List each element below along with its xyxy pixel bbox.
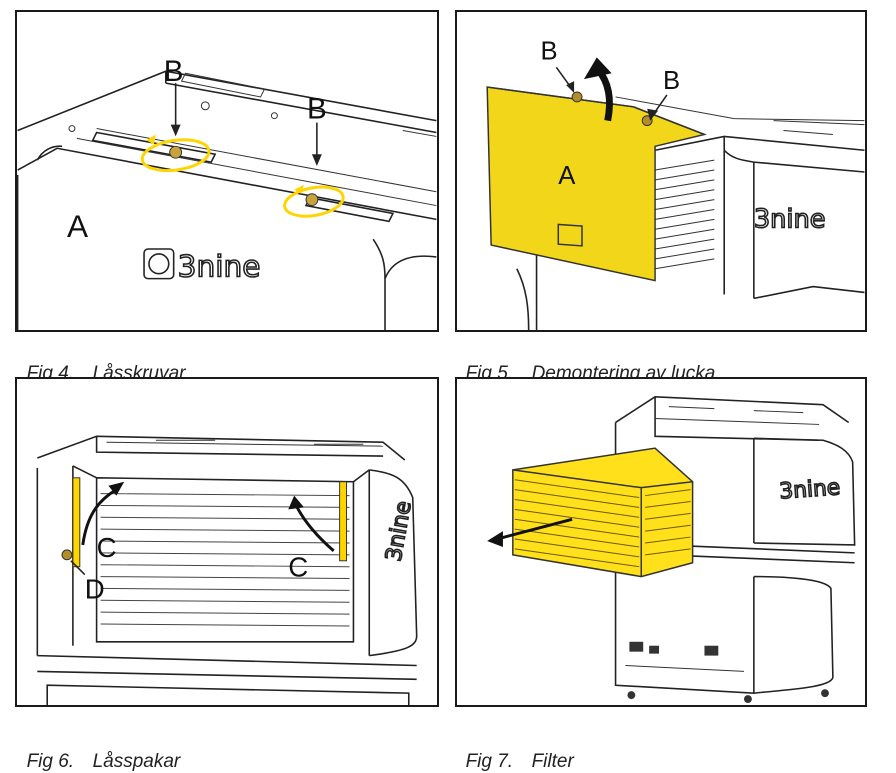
figure-6-caption: Fig 6. Låsspakar bbox=[16, 729, 181, 773]
lock-levers-illustration: C C D 3nine bbox=[36, 435, 418, 705]
callout-b-left: B bbox=[541, 37, 558, 65]
figure-6-number: Fig 6. bbox=[26, 751, 75, 772]
figure-7-panel: 3nine bbox=[455, 377, 867, 707]
callout-b-right: B bbox=[307, 93, 327, 126]
logo-text: 3nine bbox=[754, 204, 826, 234]
callout-c-left: C bbox=[97, 532, 117, 563]
figure-6-panel: C C D 3nine bbox=[15, 377, 439, 707]
hatch-panel bbox=[486, 86, 707, 282]
callout-d: D bbox=[85, 573, 105, 604]
callout-b-right: B bbox=[663, 67, 680, 95]
logo-text: 3nine bbox=[382, 499, 417, 563]
callout-c-right: C bbox=[288, 552, 308, 583]
figure-5-panel: B B A 3nine bbox=[455, 10, 867, 332]
figure-4-panel: B B A 3nine bbox=[15, 10, 439, 332]
callout-a: A bbox=[558, 162, 576, 190]
hatch-removal-illustration: B B A 3nine bbox=[486, 37, 865, 330]
callout-b-left: B bbox=[164, 55, 184, 88]
figure-7-number: Fig 7. bbox=[465, 751, 514, 772]
callout-a: A bbox=[67, 208, 89, 244]
figure-7-title: Filter bbox=[531, 751, 574, 772]
brand-logo: 3nine bbox=[143, 248, 261, 284]
logo-text: 3nine bbox=[779, 475, 841, 504]
logo-text: 3nine bbox=[178, 250, 261, 284]
figure-6-title: Låsspakar bbox=[92, 751, 181, 772]
filter-removal-illustration: 3nine bbox=[487, 395, 856, 704]
figure-7-caption: Fig 7. Filter bbox=[455, 729, 574, 773]
lock-screws-illustration: B B A 3nine bbox=[17, 55, 437, 330]
